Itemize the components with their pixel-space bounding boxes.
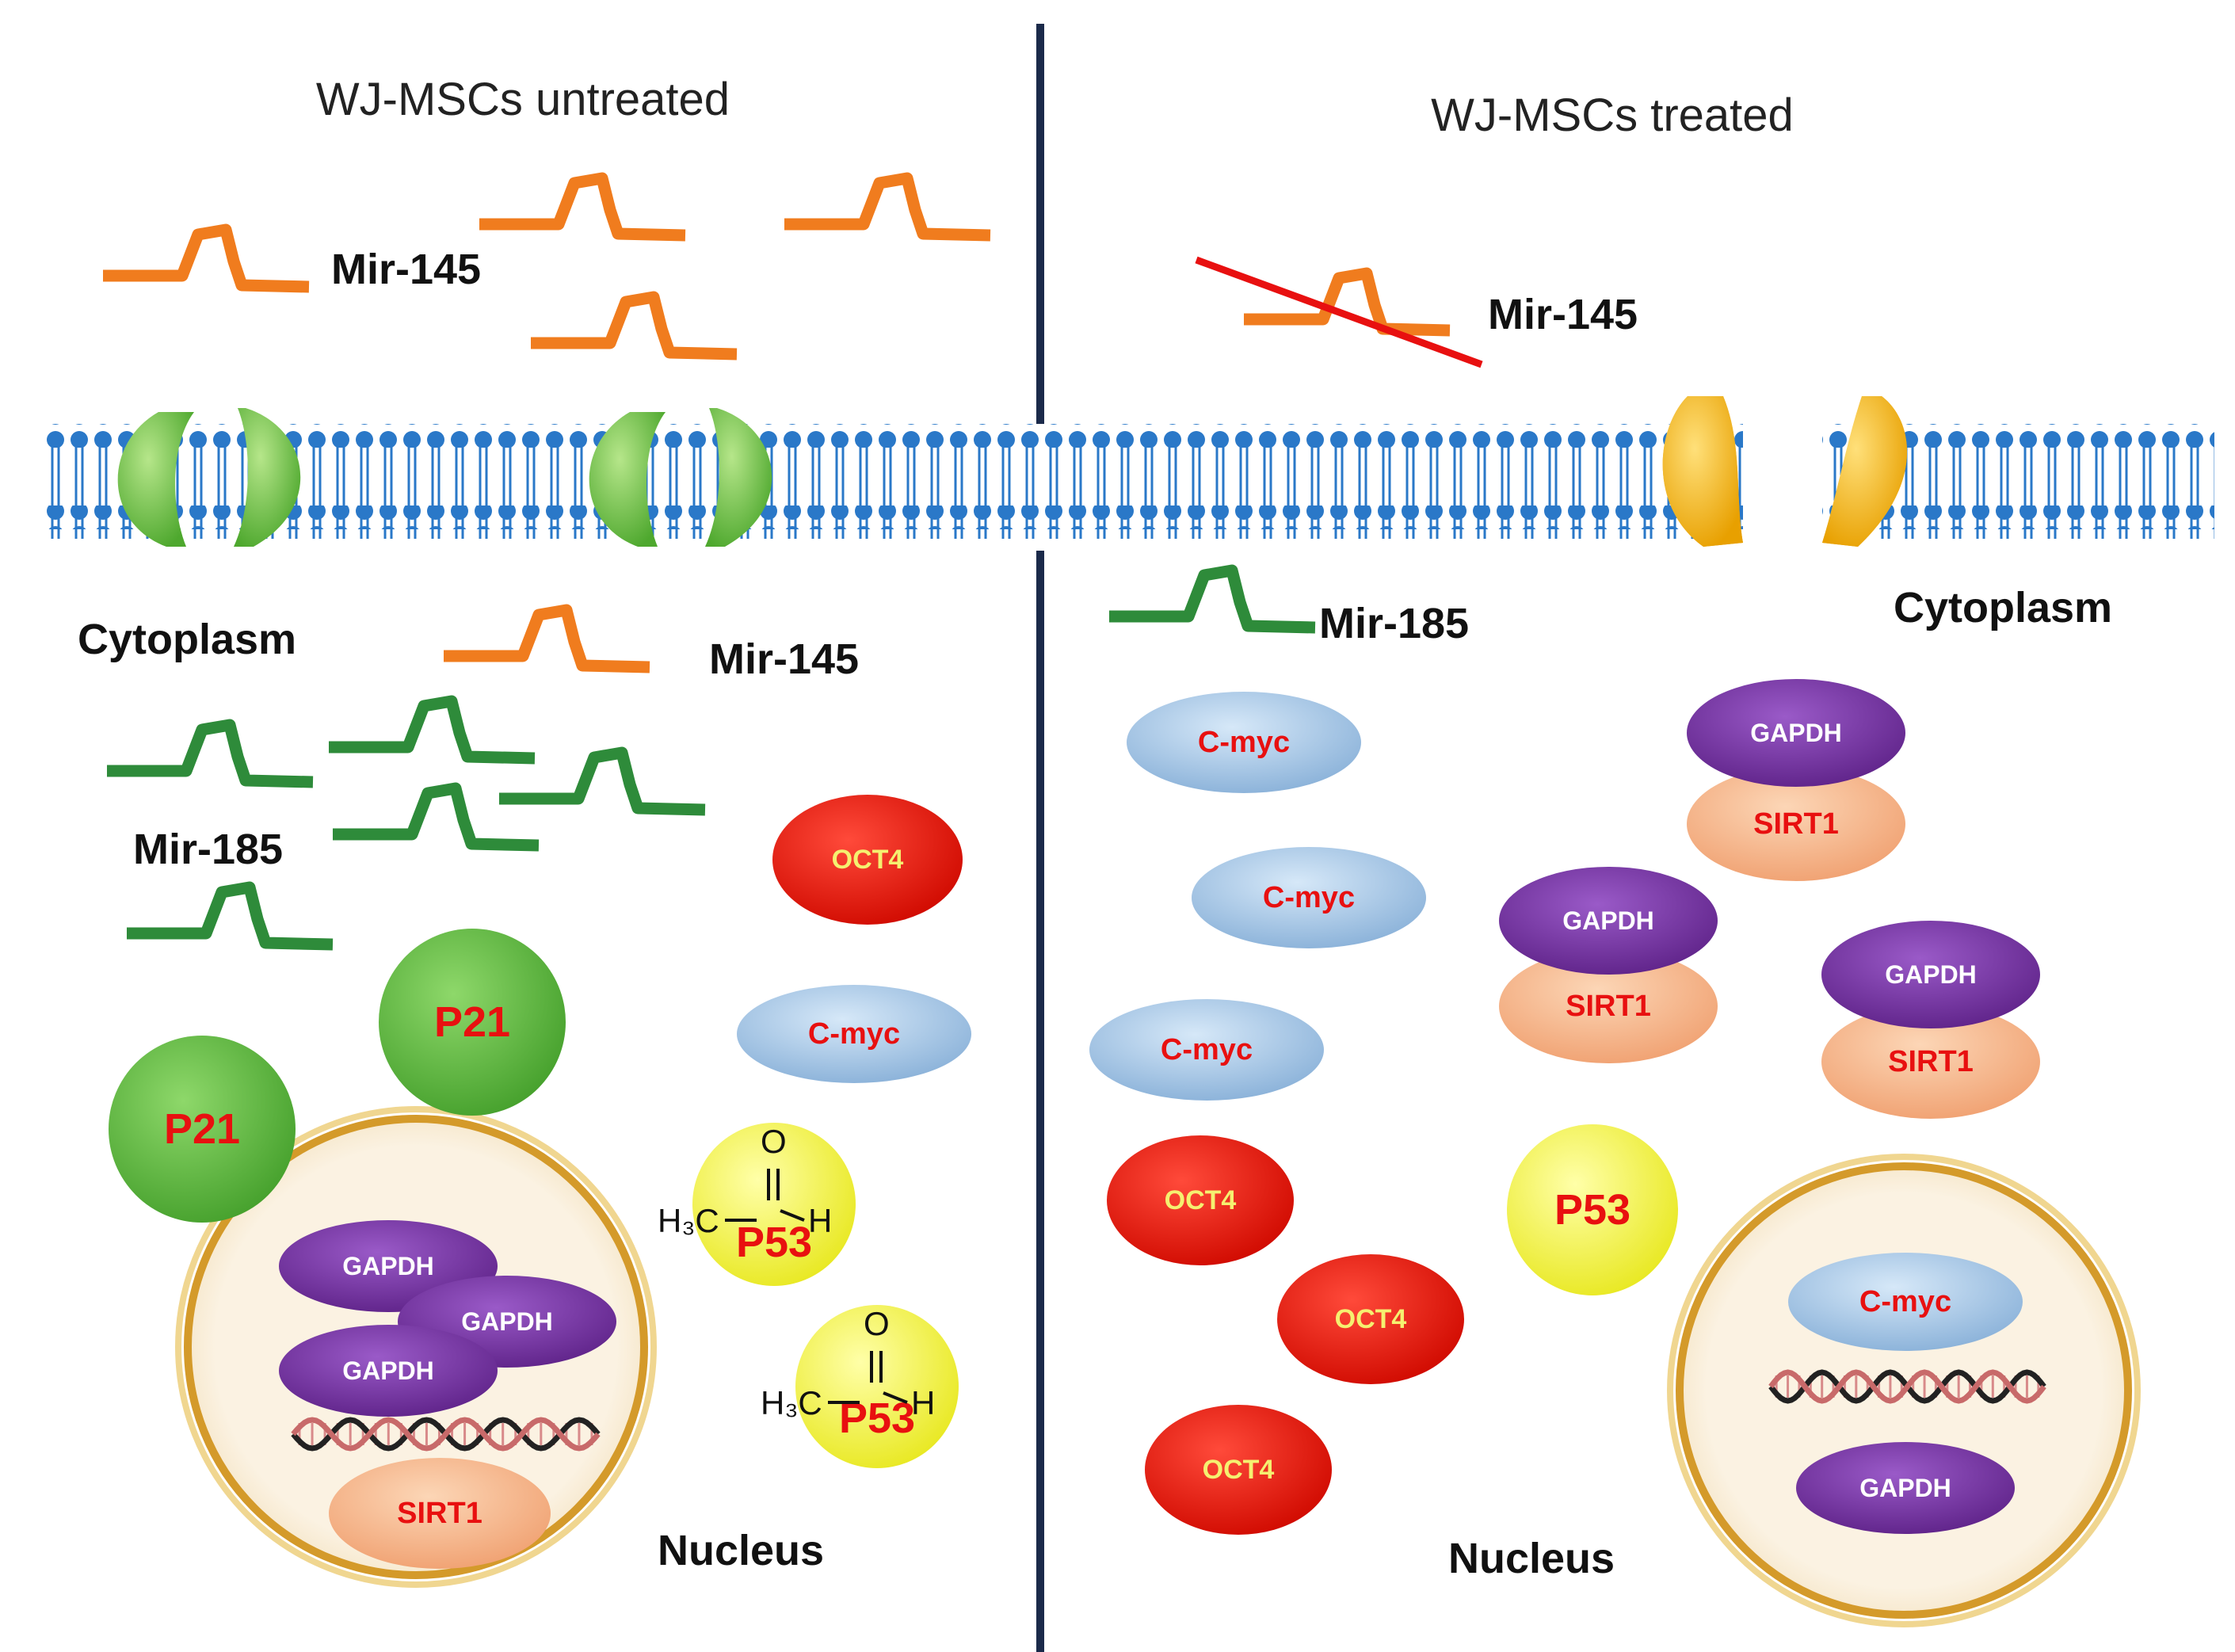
gapdh-label: GAPDH [1859,1474,1951,1502]
svg-text:O: O [761,1123,787,1160]
cmyc-label: C-myc [1161,1033,1253,1066]
svg-text:H: H [808,1202,832,1239]
gapdh-protein: GAPDH [279,1325,498,1417]
mir185-strand [329,695,536,765]
mir185-strand [127,881,334,951]
mir145-label-cytoplasm: Mir-145 [709,635,859,683]
gapdh-label: GAPDH [342,1252,434,1280]
p53-protein: P53 [692,1123,856,1286]
acetyl-group-1: H₃C O H [658,1123,832,1239]
p53-label: P53 [1554,1186,1630,1234]
cmyc-protein: C-myc [737,985,971,1083]
left-panel-title: WJ-MSCs untreated [316,74,730,125]
cmyc-label: C-myc [808,1017,900,1051]
sirt1-label: SIRT1 [1888,1045,1974,1078]
svg-text:O: O [864,1305,890,1342]
mir145-strand [444,604,650,673]
svg-text:H₃C: H₃C [761,1384,822,1421]
p21-protein: P21 [109,1036,296,1223]
cmyc-protein: C-myc [1192,847,1426,948]
gapdh-protein: GAPDH [1687,679,1905,787]
sirt1-label: SIRT1 [397,1497,482,1530]
cmyc-protein: C-myc [1089,999,1324,1101]
mir145-strand [103,223,310,293]
sirt1-protein: SIRT1 [1687,767,1905,881]
nucleus-label-right: Nucleus [1448,1535,1615,1582]
oct4-label: OCT4 [1165,1185,1237,1215]
cmyc-label: C-myc [1859,1285,1951,1318]
oct4-protein: OCT4 [772,795,963,925]
mir185-label-right: Mir-185 [1319,600,1469,647]
svg-text:H: H [911,1384,935,1421]
cmyc-label: C-myc [1198,726,1290,759]
mir145-strand [531,291,738,361]
gapdh-label: GAPDH [1885,960,1977,989]
svg-text:H₃C: H₃C [658,1202,719,1239]
mir185-strand [1109,564,1316,634]
oct4-protein: OCT4 [1107,1135,1294,1265]
gapdh-protein: GAPDH [1796,1442,2015,1534]
mir185-strand [333,782,540,852]
nucleus-label-left: Nucleus [658,1527,824,1574]
cmyc-protein: C-myc [1127,692,1361,793]
sirt1-protein: SIRT1 [1499,949,1718,1063]
sirt1-protein: SIRT1 [329,1458,551,1569]
oct4-label: OCT4 [832,845,904,875]
cytoplasm-label-right: Cytoplasm [1894,584,2112,631]
acetyl-group-2: H₃C O H [761,1305,935,1421]
gapdh-label: GAPDH [342,1356,434,1385]
mir145-strand [1244,267,1451,337]
oct4-label: OCT4 [1335,1304,1407,1334]
mir145-strike [1195,256,1483,368]
sirt1-protein: SIRT1 [1821,1005,2040,1119]
mir145-label-right: Mir-145 [1488,291,1638,338]
p21-label: P21 [434,998,510,1046]
right-panel-title: WJ-MSCs treated [1431,90,1794,141]
green-channel-2 [589,408,772,547]
mir185-label-left: Mir-185 [133,826,283,873]
gapdh-label: GAPDH [1750,719,1842,747]
sirt1-label: SIRT1 [1753,807,1839,841]
oct4-protein: OCT4 [1145,1405,1332,1535]
dna-helix [1768,1369,2046,1404]
mir185-strand [107,719,314,788]
gapdh-protein: GAPDH [1499,867,1718,975]
green-channel-1 [117,408,301,547]
sirt1-label: SIRT1 [1566,990,1651,1023]
mir185-strand [499,746,706,816]
oct4-protein: OCT4 [1277,1254,1464,1384]
mir145-label-top-left: Mir-145 [331,246,481,293]
p21-label: P21 [164,1105,240,1153]
p53-label: P53 [736,1219,812,1266]
p53-protein: P53 [1507,1124,1678,1295]
mir145-strand [784,172,991,242]
cmyc-protein: C-myc [1788,1253,2023,1351]
dna-helix [291,1417,601,1452]
p21-protein: P21 [379,929,566,1116]
mir145-strand [479,172,686,242]
gapdh-label: GAPDH [461,1307,553,1336]
cmyc-label: C-myc [1263,881,1355,914]
gapdh-label: GAPDH [1562,906,1654,935]
oct4-label: OCT4 [1203,1455,1275,1485]
gapdh-protein: GAPDH [1821,921,2040,1028]
cytoplasm-label-left: Cytoplasm [78,616,296,663]
